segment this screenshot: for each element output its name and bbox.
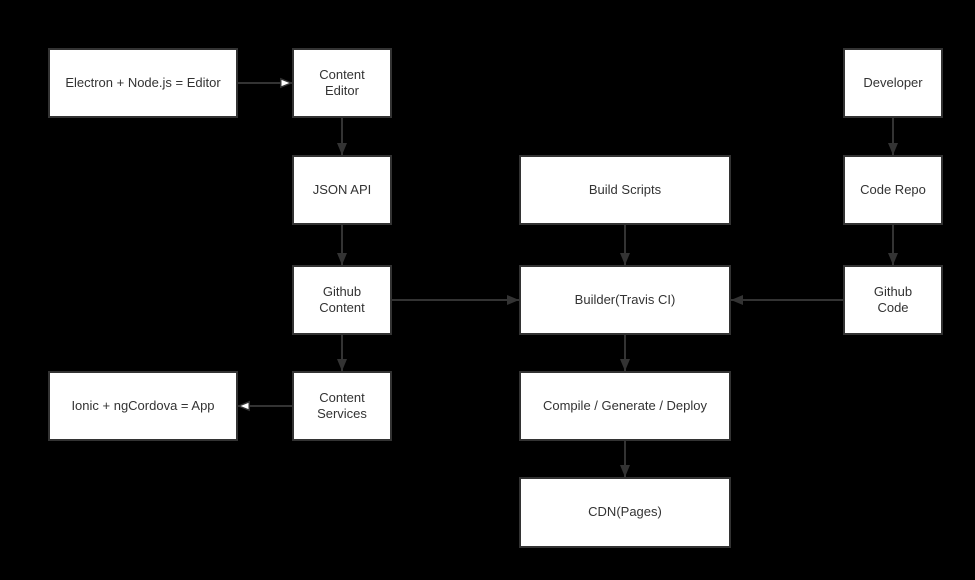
node-compile: Compile / Generate / Deploy: [519, 371, 731, 441]
node-code-repo-label: Code Repo: [860, 181, 926, 197]
node-code-repo: Code Repo: [843, 155, 943, 225]
node-github-code-label: Github Code: [873, 283, 913, 315]
node-json-api-label: JSON API: [312, 181, 372, 197]
node-content-services: Content Services: [292, 371, 392, 441]
node-json-api: JSON API: [292, 155, 392, 225]
node-electron-editor-label: Electron + Node.js = Editor: [65, 74, 221, 90]
node-ionic-app: Ionic + ngCordova = App: [48, 371, 238, 441]
node-cdn: CDN(Pages): [519, 477, 731, 548]
node-ionic-app-label: Ionic + ngCordova = App: [71, 397, 215, 413]
node-content-editor: Content Editor: [292, 48, 392, 118]
node-builder: Builder(Travis CI): [519, 265, 731, 335]
node-content-services-label: Content Services: [317, 389, 367, 421]
node-github-code: Github Code: [843, 265, 943, 335]
node-cdn-label: CDN(Pages): [588, 504, 662, 520]
node-build-scripts: Build Scripts: [519, 155, 731, 225]
node-compile-label: Compile / Generate / Deploy: [542, 397, 708, 413]
node-build-scripts-label: Build Scripts: [588, 181, 662, 197]
node-builder-label: Builder(Travis CI): [574, 291, 676, 307]
node-github-content-label: Github Content: [319, 283, 365, 315]
node-developer: Developer: [843, 48, 943, 118]
node-github-content: Github Content: [292, 265, 392, 335]
node-electron-editor: Electron + Node.js = Editor: [48, 48, 238, 118]
node-developer-label: Developer: [863, 74, 923, 90]
node-content-editor-label: Content Editor: [319, 66, 365, 98]
